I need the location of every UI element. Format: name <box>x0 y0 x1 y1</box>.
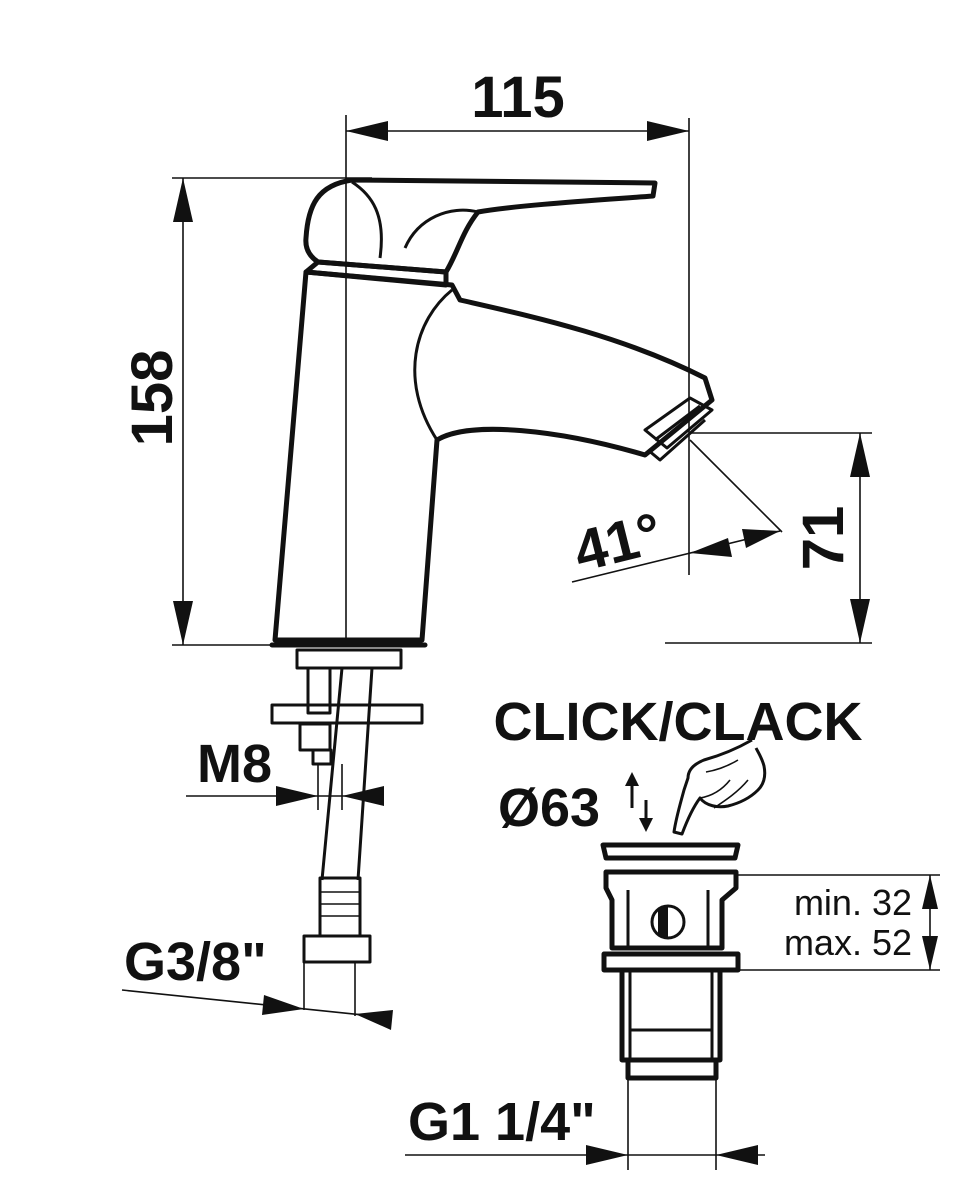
arrowhead-bottom <box>173 601 193 645</box>
dimension-158: 158 <box>120 177 372 646</box>
arrowhead-left <box>276 786 318 806</box>
dimension-label-158: 158 <box>120 350 185 447</box>
arrowhead-bottom <box>850 599 870 643</box>
aerator-outer <box>647 418 706 462</box>
pointing-hand-icon <box>672 738 767 836</box>
label-max: max. 52 <box>784 922 912 963</box>
arrowhead-left <box>586 1145 628 1165</box>
lever-contour-line-inner <box>403 208 479 249</box>
arrowhead-top <box>173 178 193 222</box>
waste-cap <box>600 842 741 861</box>
waste-tail-end <box>625 1057 719 1081</box>
overflow-half <box>658 906 668 938</box>
aerator <box>643 396 714 450</box>
hose-nut <box>302 934 372 964</box>
hose-ferrule <box>318 876 362 938</box>
angle-leg-spout <box>689 439 783 533</box>
dimension-line-g38 <box>121 989 393 1019</box>
dimension-m8: M8 <box>186 734 384 810</box>
dimension-label-g38: G3/8" <box>124 932 267 992</box>
dimension-label-71: 71 <box>791 506 856 571</box>
arrowhead-left <box>346 121 388 141</box>
faucet <box>269 177 715 964</box>
fixing-bracket <box>270 703 424 725</box>
arrowhead-left <box>262 995 304 1015</box>
stud-tip <box>311 748 333 766</box>
mounting-stud <box>306 666 332 715</box>
base-gasket <box>295 648 403 670</box>
arrowhead-right <box>647 121 689 141</box>
lever-handle <box>303 177 658 275</box>
dimension-label-41: 41° <box>567 500 668 584</box>
lever-contour-line <box>351 180 383 259</box>
waste-title: CLICK/CLACK <box>494 692 863 752</box>
dimension-angle-41: 41° <box>567 439 783 585</box>
dimension-label-m8: M8 <box>197 734 272 794</box>
arrowhead-top <box>922 875 938 909</box>
arrowhead-right <box>716 1145 758 1165</box>
waste-nut <box>601 951 741 973</box>
label-min: min. 32 <box>794 882 912 923</box>
waste-diameter: Ø63 <box>498 778 600 838</box>
dimension-g38: G3/8" <box>121 932 393 1030</box>
dimension-115: 115 <box>345 65 690 645</box>
aerator-line <box>654 404 701 442</box>
dimension-71: 71 <box>665 432 872 644</box>
arrowhead-bottom <box>922 936 938 970</box>
arrowhead-right <box>355 1010 393 1030</box>
arrowhead-right <box>342 786 384 806</box>
waste-flange <box>603 869 739 951</box>
dimension-label-115: 115 <box>471 65 565 130</box>
dimension-label-g114: G1 1/4" <box>408 1092 596 1152</box>
supply-hose <box>320 667 374 881</box>
push-up-down-arrow-icon <box>625 772 653 832</box>
arrowhead-angle-left <box>690 538 732 557</box>
click-clack-waste: CLICK/CLACK Ø63 <box>405 692 940 1170</box>
arrowhead-angle-right <box>742 529 780 548</box>
arrowhead-top <box>850 433 870 477</box>
faucet-body <box>272 269 715 643</box>
spout-contour <box>413 288 453 441</box>
stud-nut <box>298 722 332 752</box>
waste-tail <box>619 967 723 1063</box>
